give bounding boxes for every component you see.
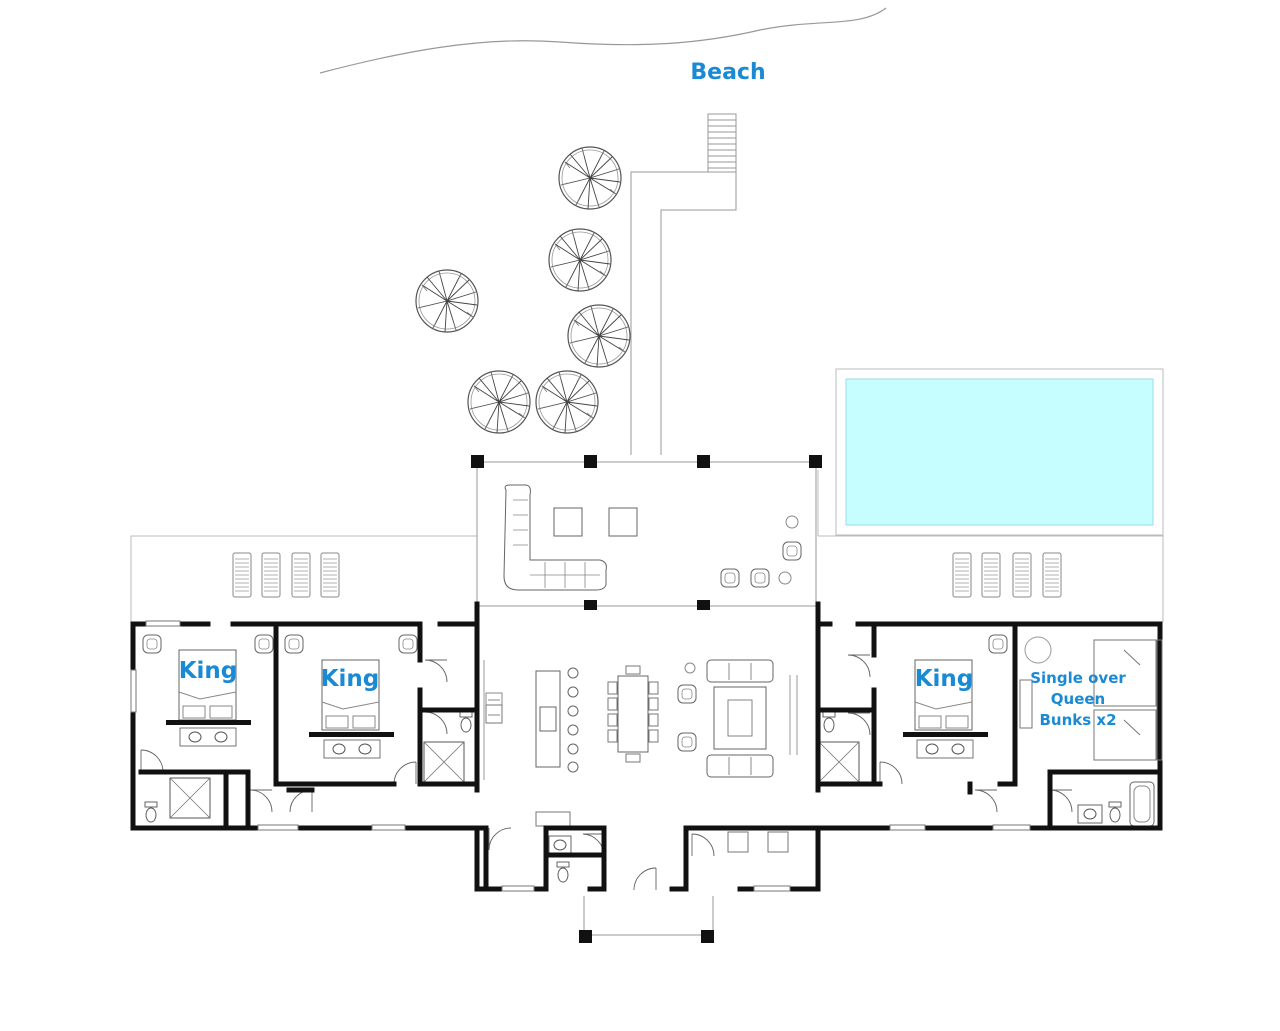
interior-lines bbox=[483, 605, 810, 780]
boardwalk bbox=[630, 113, 737, 455]
palm-tree-icon bbox=[415, 269, 479, 333]
bed-icon bbox=[1019, 636, 1157, 761]
palm-tree-icon bbox=[567, 304, 631, 368]
armchair-icon bbox=[988, 634, 1008, 654]
beach-label: Beach bbox=[690, 60, 766, 85]
bedroom-4-label: Single over Queen Bunks x2 bbox=[1028, 668, 1128, 731]
sink-icon bbox=[916, 739, 974, 759]
sofa-icon bbox=[684, 659, 774, 778]
beach-shoreline bbox=[319, 7, 887, 74]
palm-tree-icon bbox=[558, 146, 622, 210]
bedroom-3-label: King bbox=[914, 666, 974, 692]
bathtub-icon bbox=[1129, 781, 1155, 827]
palm-tree-icon bbox=[535, 370, 599, 434]
kitchen-island-icon bbox=[485, 667, 579, 773]
bed-icon bbox=[321, 659, 380, 731]
entry-porch bbox=[579, 600, 714, 943]
bed-icon bbox=[178, 649, 237, 721]
bed-icon bbox=[914, 659, 973, 731]
bedroom-1-label: King bbox=[178, 658, 238, 684]
veranda bbox=[471, 455, 822, 607]
pool bbox=[835, 368, 1164, 536]
armchair-icon bbox=[677, 684, 697, 752]
dining-table-icon bbox=[607, 665, 659, 763]
palm-tree-icon bbox=[467, 370, 531, 434]
bedroom-2-label: King bbox=[320, 666, 380, 692]
sofa-icon bbox=[503, 484, 607, 591]
bedroom-4-label-line: Single over bbox=[1030, 669, 1126, 687]
armchair-icon bbox=[284, 634, 418, 654]
palm-tree-icon bbox=[548, 228, 612, 292]
lounge-chair-icon bbox=[232, 552, 1062, 598]
bedroom-4-label-line: Bunks x2 bbox=[1039, 711, 1117, 729]
armchair-icon bbox=[720, 541, 802, 588]
terrace bbox=[130, 470, 1164, 622]
shower-icon bbox=[169, 741, 860, 819]
walls bbox=[130, 601, 1163, 892]
window-icon bbox=[130, 620, 1163, 892]
sink-icon bbox=[323, 739, 381, 759]
sink-icon bbox=[179, 727, 237, 747]
bedroom-4-label-line: Queen bbox=[1050, 690, 1106, 708]
sink-icon bbox=[485, 692, 1103, 855]
